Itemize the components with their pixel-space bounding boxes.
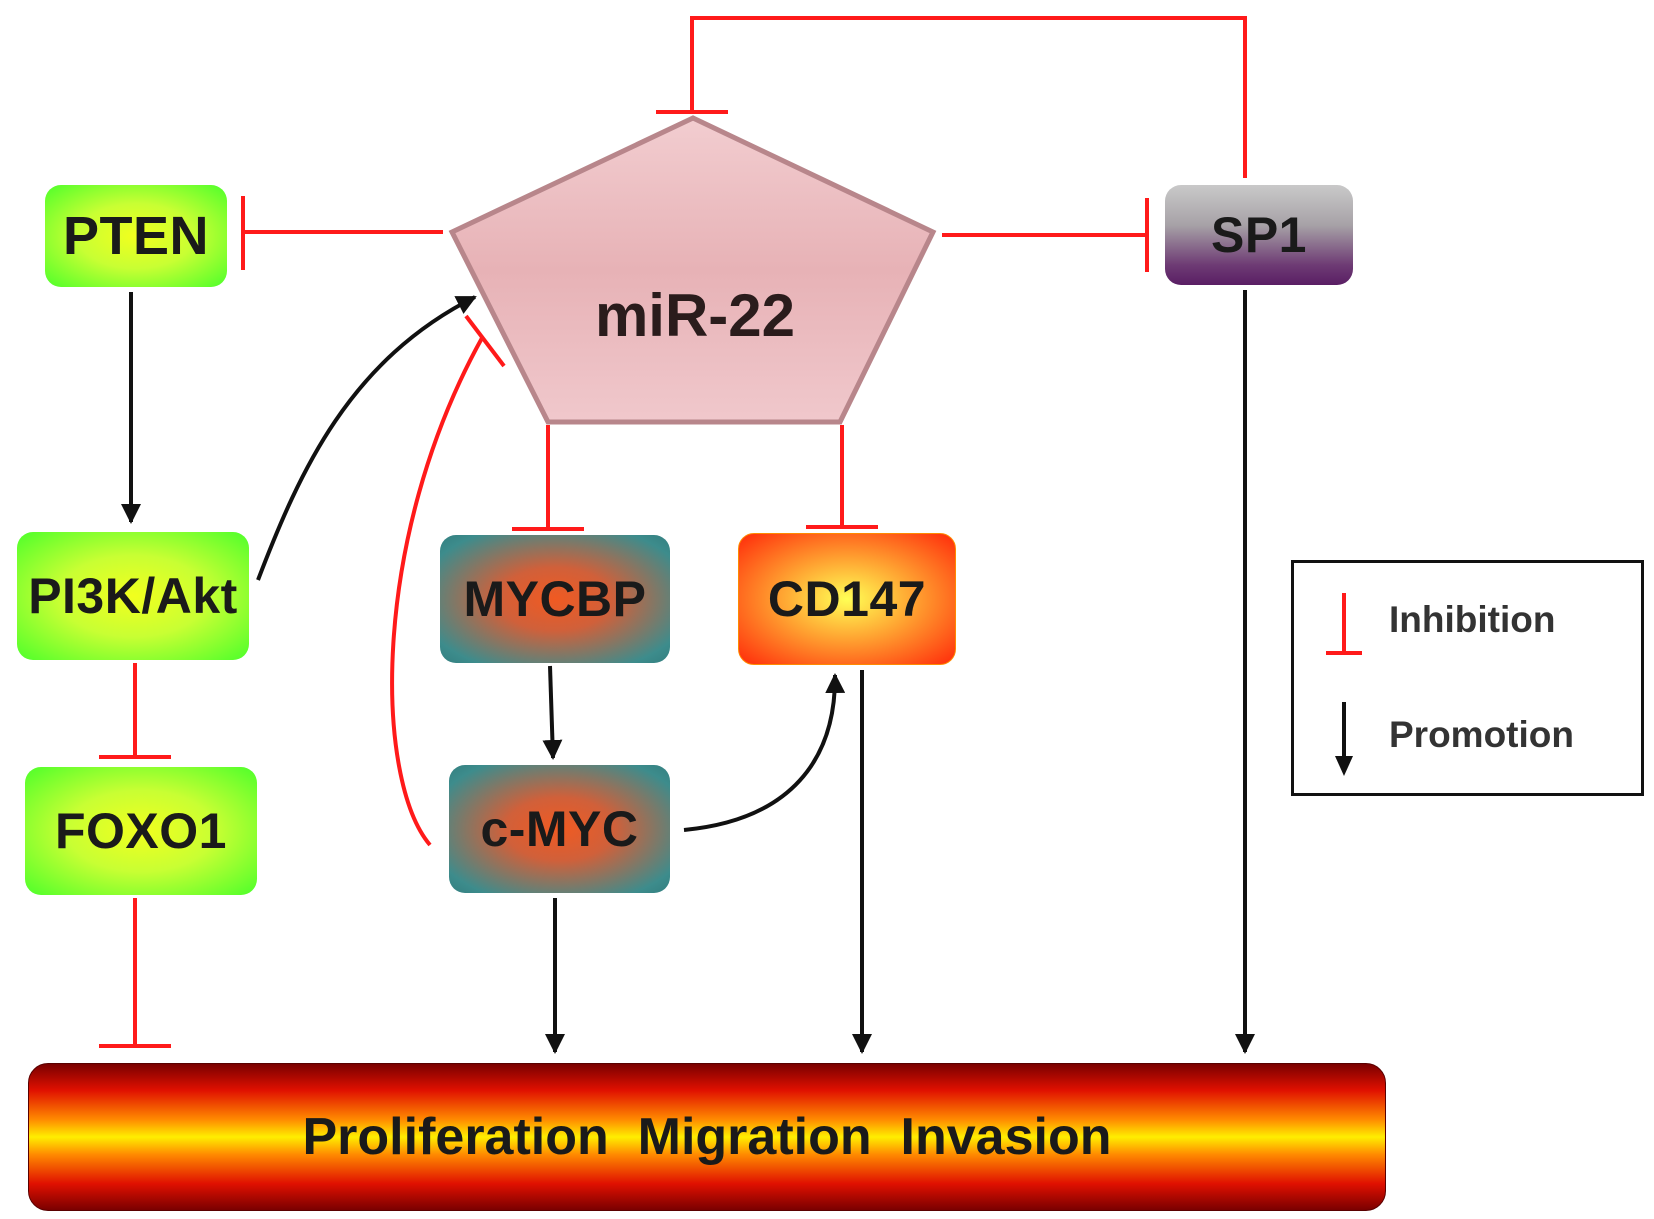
outcome-label: Proliferation Migration Invasion: [302, 1108, 1112, 1166]
node-cd147: CD147: [738, 533, 956, 665]
legend: Inhibition Promotion: [1291, 560, 1644, 796]
mir22-pentagon: [448, 115, 937, 425]
node-c-myc: c-MYC: [449, 765, 670, 893]
edge-mir22-inhibits-cd147: [806, 425, 878, 529]
edge-sp1-inhibits-mir22: [656, 16, 1247, 178]
edge-mycbp-promotes-cmyc: [542, 665, 563, 760]
outcome-bar: Proliferation Migration Invasion: [28, 1063, 1386, 1211]
node-mycbp: MYCBP: [440, 535, 670, 663]
node-mir22-label: miR-22: [594, 281, 796, 349]
promotion-arrow-icon: [1335, 702, 1353, 776]
edge-foxo1-inhibits-outcome: [99, 898, 171, 1048]
edge-cmyc-inhibits-mir22: [390, 314, 506, 847]
edge-cmyc-promotes-cd147: [683, 673, 846, 832]
node-pten: PTEN: [45, 185, 227, 287]
legend-row-promotion: Promotion: [1294, 698, 1641, 778]
legend-row-inhibition: Inhibition: [1294, 583, 1641, 663]
inhibition-symbol-icon: [1326, 593, 1362, 655]
legend-label-promotion: Promotion: [1389, 714, 1574, 755]
edge-pi3k-inhibits-foxo1: [99, 663, 171, 759]
edge-mir22-inhibits-pten: [241, 196, 443, 270]
edge-pi3k-promotes-mir22: [256, 295, 477, 581]
legend-label-inhibition: Inhibition: [1389, 599, 1556, 640]
edge-mir22-inhibits-sp1: [942, 198, 1149, 272]
node-pi3k-akt: PI3K/Akt: [17, 532, 249, 660]
node-foxo1: FOXO1: [25, 767, 257, 895]
node-sp1: SP1: [1165, 185, 1353, 285]
edge-mir22-inhibits-mycbp: [512, 425, 584, 531]
